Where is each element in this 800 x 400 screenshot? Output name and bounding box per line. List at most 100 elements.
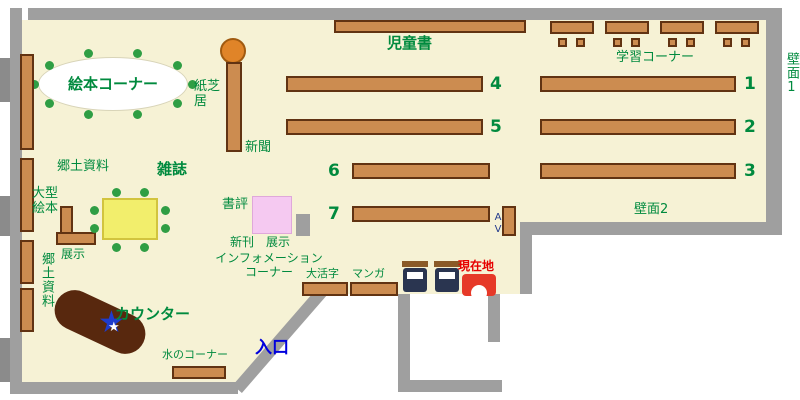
shelf-number-4: 4 <box>490 74 502 94</box>
chair-icon <box>613 38 622 47</box>
wall-tab <box>0 338 10 382</box>
opac-terminal <box>434 261 460 293</box>
chair-icon <box>30 80 39 89</box>
shelf-number-2: 2 <box>744 117 756 137</box>
chair-icon <box>188 80 197 89</box>
kamishibai-label: 紙芝 居 <box>194 79 221 109</box>
wall-segment <box>520 222 782 235</box>
marker-face <box>471 285 487 296</box>
wall-segment <box>520 222 532 294</box>
wall-segment-stairwell <box>488 294 500 342</box>
wall-segment <box>296 214 310 236</box>
study-desk <box>715 21 759 49</box>
counter-label: カウンター <box>115 305 191 323</box>
chair-icon <box>161 224 170 233</box>
opac-terminal <box>402 261 428 293</box>
wall-tab <box>0 58 10 102</box>
manga-shelf <box>350 282 398 296</box>
desk-icon <box>660 21 704 34</box>
chair-icon <box>133 49 142 58</box>
study-corner-label: 学習コーナー <box>616 50 695 65</box>
large-picture-books-label: 大型 絵本 <box>32 186 59 216</box>
wall-1-label: 壁面1 <box>783 52 799 96</box>
star-inner-icon: ★ <box>108 320 120 335</box>
chair-icon <box>686 38 695 47</box>
bookshelf-6 <box>352 163 490 179</box>
desk-icon <box>550 21 594 34</box>
shelf-number-5: 5 <box>490 117 502 137</box>
chair-icon <box>558 38 567 47</box>
manga-label: マンガ <box>352 267 385 280</box>
kamishibai-shelf <box>226 62 242 152</box>
bookshelf-7 <box>352 206 490 222</box>
large-print-label: 大活字 <box>306 267 339 280</box>
reading-table <box>102 198 158 240</box>
wall-bookshelf <box>20 288 34 332</box>
wall-bookshelf <box>20 54 34 150</box>
current-location-marker <box>462 274 496 296</box>
av-label: AV <box>492 212 504 236</box>
desk-icon <box>605 21 649 34</box>
new-books-label: 新刊 <box>230 235 255 249</box>
children-books-label: 児童書 <box>387 34 433 52</box>
terminal-screen <box>407 272 423 279</box>
shelf-number-1: 1 <box>744 74 756 94</box>
chair-icon <box>112 188 121 197</box>
newspaper-label: 新聞 <box>245 140 272 155</box>
bookshelf-3 <box>540 163 736 179</box>
chair-icon <box>84 110 93 119</box>
chair-icon <box>161 206 170 215</box>
magazines-label: 雑誌 <box>157 160 188 178</box>
chair-icon <box>668 38 677 47</box>
terminal-top <box>434 261 460 267</box>
wall-segment-stairwell <box>398 294 410 392</box>
water-corner-label: 水のコーナー <box>162 348 228 361</box>
entrance-label: 入口 <box>255 338 289 358</box>
local-materials-side-label: 郷土資料 <box>38 252 54 308</box>
wall-segment <box>10 8 22 394</box>
wall-tab <box>0 196 10 236</box>
exhibit-center-label: 展示 <box>266 235 291 249</box>
study-desk <box>660 21 704 49</box>
shelf-number-7: 7 <box>328 204 340 224</box>
chair-icon <box>90 206 99 215</box>
chair-icon <box>173 99 182 108</box>
local-materials-label: 郷土資料 <box>57 159 110 174</box>
chair-icon <box>90 224 99 233</box>
round-table-icon <box>220 38 246 64</box>
star-icon: ★ <box>98 305 125 340</box>
wall-segment <box>10 382 238 394</box>
study-desk <box>550 21 594 49</box>
chair-icon <box>741 38 750 47</box>
terminal-top <box>402 261 428 267</box>
display-stand <box>252 196 292 234</box>
information-corner-label: インフォメーション コーナー <box>215 251 323 279</box>
wall-segment <box>28 8 782 20</box>
bookshelf-children <box>334 20 526 33</box>
small-bookshelf <box>60 206 73 234</box>
chair-icon <box>133 110 142 119</box>
chair-icon <box>84 49 93 58</box>
chair-icon <box>723 38 732 47</box>
study-desk <box>605 21 649 49</box>
water-corner-shelf <box>172 366 226 379</box>
chair-icon <box>140 243 149 252</box>
picture-book-corner-label: 絵本コーナー <box>67 75 158 93</box>
chair-icon <box>173 61 182 70</box>
exhibit-label: 展示 <box>61 247 86 261</box>
picture-book-table <box>38 57 188 111</box>
wall-segment <box>766 8 782 232</box>
wall-2-label: 壁面2 <box>634 202 669 217</box>
exhibit-shelf <box>56 232 96 245</box>
chair-icon <box>140 188 149 197</box>
chair-icon <box>45 99 54 108</box>
bookshelf-2 <box>540 119 736 135</box>
desk-icon <box>715 21 759 34</box>
chair-icon <box>112 243 121 252</box>
terminal-screen <box>439 272 455 279</box>
wall-segment-stairwell <box>398 380 502 392</box>
wall-bookshelf <box>20 158 34 232</box>
bookshelf-1 <box>540 76 736 92</box>
chair-icon <box>45 61 54 70</box>
